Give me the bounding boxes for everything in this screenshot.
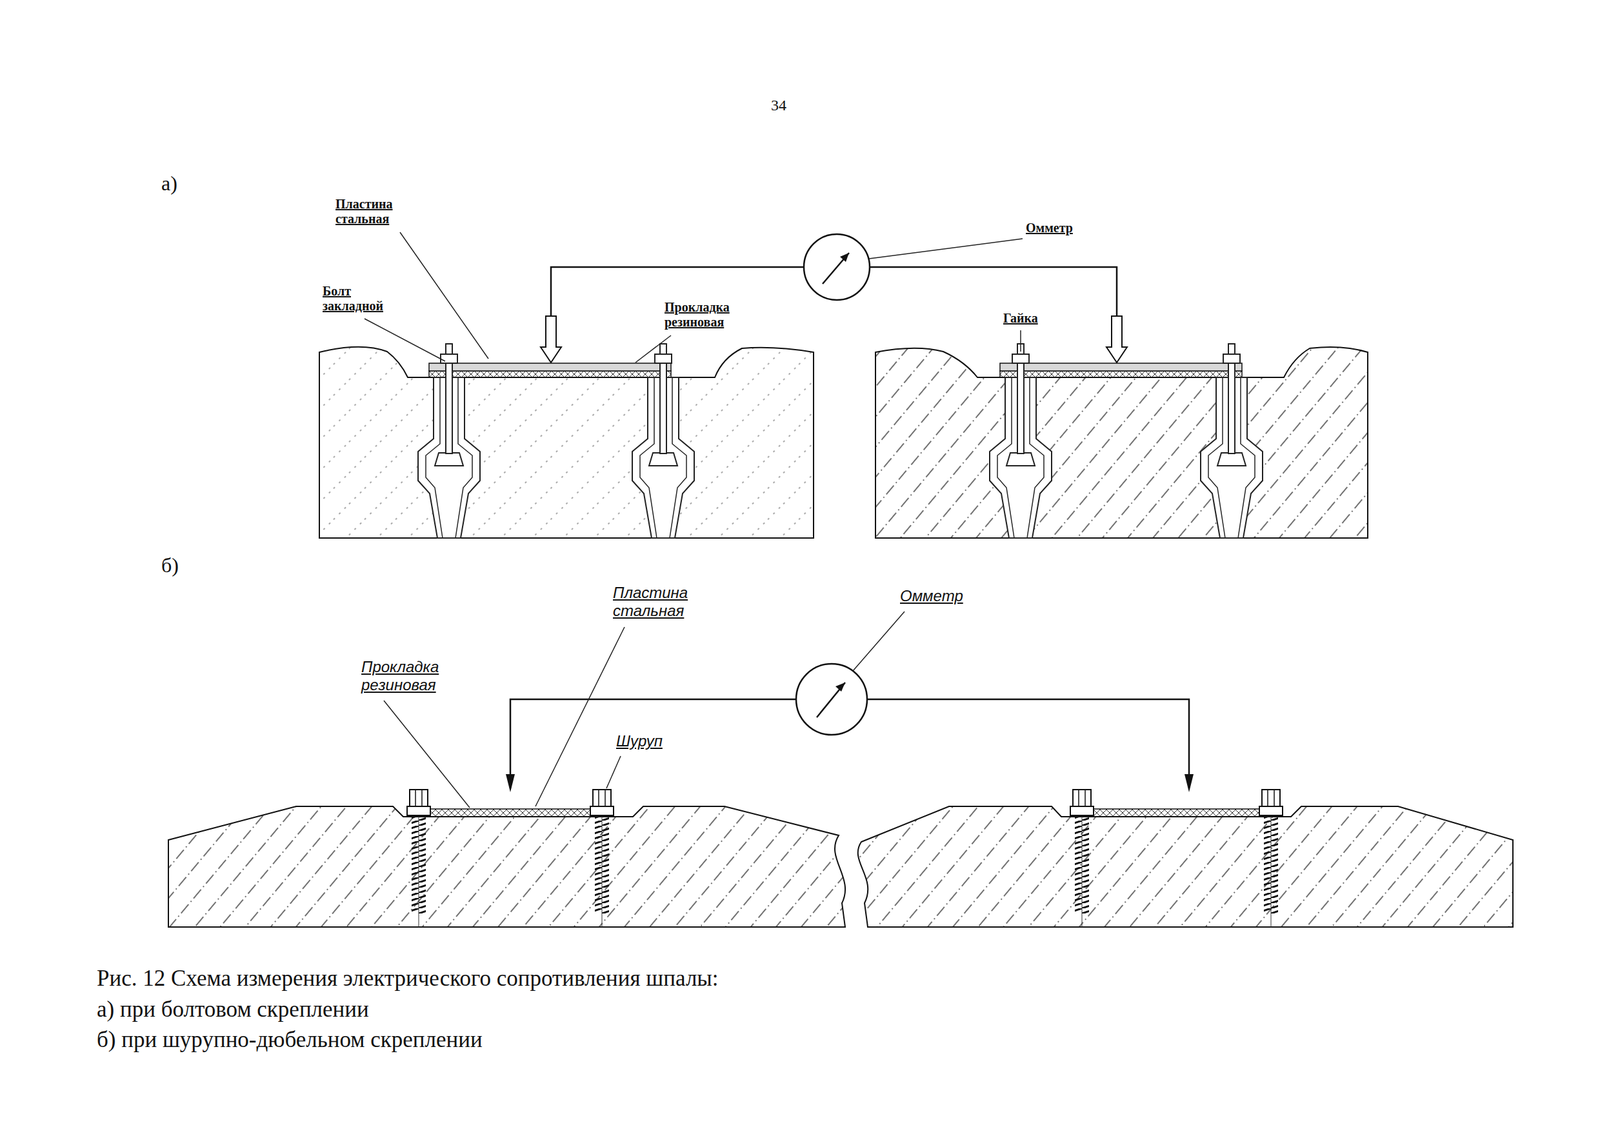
part-name: Болт закладной — [322, 283, 384, 314]
panel-letter: а) — [161, 171, 178, 196]
part-name: Гайка — [1003, 310, 1039, 326]
caption-line: а) при болтовом скреплении — [96, 996, 370, 1023]
part-name: Прокладка резиновая — [664, 300, 730, 330]
panel-letter: б) — [161, 553, 179, 578]
part-name: Прокладка резиновая — [361, 658, 439, 694]
page-number: 34 — [770, 96, 787, 115]
part-name: Шуруп — [616, 732, 663, 751]
part-name: Пластина стальная — [612, 583, 688, 620]
caption-line: б) при шурупно-дюбельном скреплении — [96, 1027, 483, 1053]
instrument-name: Омметр — [1025, 220, 1073, 236]
instrument-name: Омметр — [900, 587, 964, 606]
figure-caption: Рис. 12 Схема измерения электрического с… — [96, 965, 719, 992]
part-name: Пластина стальная — [335, 196, 393, 227]
